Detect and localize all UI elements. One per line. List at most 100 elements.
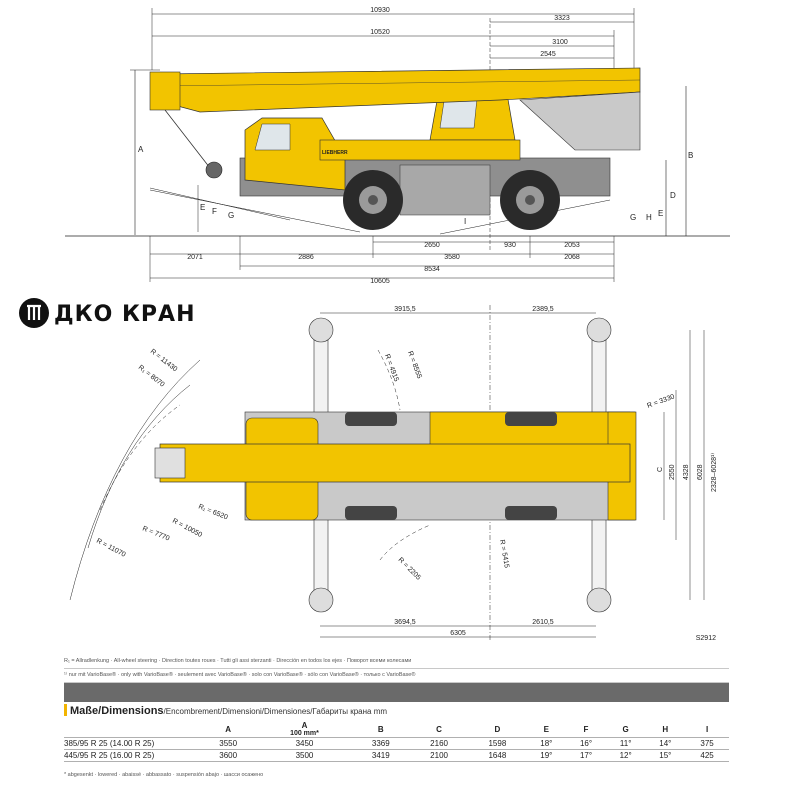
table-cell: 2100 <box>409 749 469 762</box>
top-view: 3915,5 2389,5 R = 11430 <box>69 305 718 642</box>
dim-bottom-2650: 2650 <box>424 242 440 249</box>
dim-bottom-10605: 10605 <box>370 278 390 285</box>
table-cell: 3500 <box>257 749 352 762</box>
dim-letter-g-left: G <box>228 211 234 220</box>
dim-top-2545: 2545 <box>540 51 556 58</box>
notes-block: R₁ = Allradlenkung · All-wheel steering … <box>64 655 729 683</box>
table-header-cell: I <box>685 721 729 738</box>
dim-letter-e-left: E <box>200 203 205 212</box>
dim-top-view-3694-5: 3694,5 <box>394 619 416 626</box>
radius-3330: R = 3330 <box>646 393 675 409</box>
table-cell: 14° <box>645 737 686 750</box>
dim-bottom-8534: 8534 <box>424 266 440 273</box>
dim-bottom-2053: 2053 <box>564 242 580 249</box>
radius-8555: R = 8555 <box>406 350 422 379</box>
dim-letter-e-right: E <box>658 209 663 218</box>
title-bold: Maße/ <box>70 705 102 717</box>
radius-5415: R = 5415 <box>498 539 510 568</box>
front-wheel <box>343 170 403 230</box>
radius-8070: R₁ = 8070 <box>137 364 166 389</box>
table-cell-tire: 445/95 R 25 (16.00 R 25) <box>64 749 199 762</box>
dim-top-3100: 3100 <box>552 39 568 46</box>
drawing-code: S2912 <box>696 635 716 642</box>
dim-right-6028: 6028 <box>697 464 704 480</box>
dim-right-2550: 2550 <box>669 464 676 480</box>
dim-top-10520: 10520 <box>370 29 390 36</box>
brand-logo: ДКО КРАН <box>19 298 195 328</box>
dimensions-title: Maße/Dimensions/Encombrement/Dimensioni/… <box>64 704 387 720</box>
table-header-tire <box>64 721 199 738</box>
dim-top-view-2389-5: 2389,5 <box>532 306 554 313</box>
note-variobase: ¹⁾ nur mit VarioBase® · only with VarioB… <box>64 669 729 683</box>
dim-letter-a: A <box>138 145 144 154</box>
side-view: 10930 3323 10520 3100 2545 A E F G B D G… <box>65 7 730 285</box>
table-header-cell: H <box>645 721 686 738</box>
dim-bottom-2071: 2071 <box>187 254 203 261</box>
table-cell: 3450 <box>257 737 352 750</box>
table-header-cell: B <box>351 721 410 738</box>
table-header-cell: E <box>526 721 567 738</box>
separator-bar <box>64 683 729 702</box>
title-rest: /Encombrement/Dimensioni/Dimensiones/Габ… <box>163 707 388 716</box>
table-cell: 3600 <box>199 749 258 762</box>
rear-wheel <box>500 170 560 230</box>
table-header-cell: D <box>468 721 527 738</box>
table-cell: 11° <box>605 737 646 750</box>
table-cell: 19° <box>526 749 567 762</box>
radius-7770: R = 7770 <box>141 525 170 542</box>
dim-letter-f-left: F <box>212 207 217 216</box>
boom-top <box>159 443 631 483</box>
table-cell: 18° <box>526 737 567 750</box>
title-main: Dimensions <box>101 705 164 717</box>
radius-2205: R = 2205 <box>397 556 422 581</box>
table-cell: 425 <box>685 749 729 762</box>
table-header-cell: A <box>199 721 258 738</box>
table-footnote: * abgesenkt · lowered · abaissé · abbass… <box>64 772 264 778</box>
dim-bottom-2886: 2886 <box>298 254 314 261</box>
radius-11070: R = 11070 <box>95 538 127 559</box>
dim-letter-b: B <box>688 151 693 160</box>
radius-11430: R = 11430 <box>149 348 179 373</box>
dim-bottom-2068: 2068 <box>564 254 580 261</box>
table-header-cell: F <box>566 721 606 738</box>
table-cell: 2160 <box>409 737 469 750</box>
dim-bottom-930: 930 <box>504 242 516 249</box>
dim-letter-g-right: G <box>630 213 636 222</box>
dim-top-view-3915-5: 3915,5 <box>394 306 416 313</box>
table-cell: 1648 <box>468 749 527 762</box>
table-header-cell: C <box>409 721 469 738</box>
title-accent <box>64 704 67 716</box>
dim-top-10930: 10930 <box>370 7 390 14</box>
table-cell: 15° <box>645 749 686 762</box>
dim-bottom-3580: 3580 <box>444 254 460 261</box>
table-cell-tire: 385/95 R 25 (14.00 R 25) <box>64 737 199 750</box>
table-header-cell: G <box>605 721 646 738</box>
dim-letter-i: I <box>464 217 466 226</box>
dim-right-4328: 4328 <box>683 464 690 480</box>
dim-top-3323: 3323 <box>554 15 570 22</box>
dim-letter-h: H <box>646 213 652 222</box>
dim-top-view-6305: 6305 <box>450 630 466 637</box>
dim-top-view-2610-5: 2610,5 <box>532 619 554 626</box>
table-cell: 3550 <box>199 737 258 750</box>
dim-letter-d: D <box>670 191 676 200</box>
brand-name: ДКО КРАН <box>54 302 195 327</box>
table-cell: 16° <box>566 737 606 750</box>
radius-10050: R = 10050 <box>171 518 203 539</box>
dim-right-letter-c: C <box>657 467 664 472</box>
table-row: 385/95 R 25 (14.00 R 25) 3550 3450 3369 … <box>64 737 729 750</box>
radius-6520: R₁ = 6520 <box>197 503 228 521</box>
crane-side-body: LIEBHERR <box>149 67 641 230</box>
note-all-wheel-steering: R₁ = Allradlenkung · All-wheel steering … <box>64 655 729 669</box>
table-row: 445/95 R 25 (16.00 R 25) 3600 3500 3419 … <box>64 749 729 762</box>
dim-right-2328-6028: 2328–6028¹⁾ <box>710 453 718 492</box>
liebherr-logo-text: LIEBHERR <box>322 150 348 156</box>
table-cell: 3369 <box>351 737 410 750</box>
table-cell: 12° <box>605 749 646 762</box>
table-cell: 1598 <box>468 737 527 750</box>
table-cell: 3419 <box>351 749 410 762</box>
